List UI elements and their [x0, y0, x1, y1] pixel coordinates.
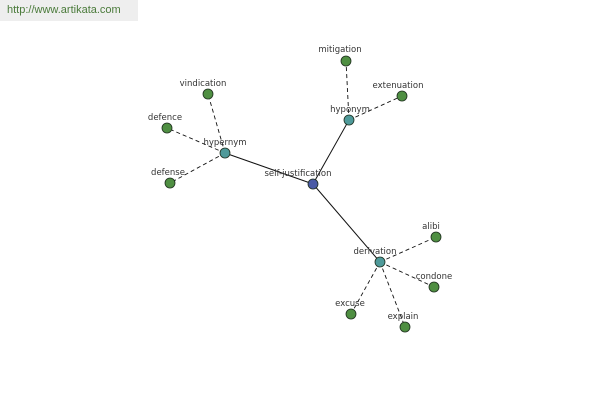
node-label-vindication[interactable]: vindication [180, 79, 227, 89]
node-hypernym[interactable] [219, 147, 231, 159]
node-root[interactable] [307, 178, 319, 190]
node-label-extenuation[interactable]: extenuation [373, 81, 424, 91]
node-explain[interactable] [399, 321, 411, 333]
edge-hyponym-mitigation [345, 60, 350, 121]
graph-labels: self-justification hypernym vindication def… [148, 45, 452, 322]
node-derivation[interactable] [374, 256, 386, 268]
edge-root-derivation [312, 183, 381, 263]
edge-root-hyponym [312, 119, 350, 185]
graph-nodes [161, 55, 442, 333]
node-label-alibi[interactable]: alibi [422, 222, 440, 232]
node-condone[interactable] [428, 281, 440, 293]
node-vindication[interactable] [202, 88, 214, 100]
node-label-root[interactable]: self-justification [264, 169, 331, 179]
node-extenuation[interactable] [396, 90, 408, 102]
edge-derivation-condone [379, 261, 435, 288]
edge-derivation-excuse [350, 261, 381, 315]
node-label-defense[interactable]: defense [151, 168, 185, 178]
node-label-condone[interactable]: condone [416, 272, 452, 282]
node-label-hypernym[interactable]: hypernym [203, 138, 246, 148]
edge-root-hypernym [224, 152, 314, 185]
node-label-derivation[interactable]: derivation [353, 247, 396, 257]
node-label-excuse[interactable]: excuse [335, 299, 365, 309]
site-url[interactable]: http://www.artikata.com [0, 0, 138, 21]
edge-derivation-explain [379, 261, 406, 328]
node-excuse[interactable] [345, 308, 357, 320]
edge-hyponym-extenuation [348, 95, 403, 121]
node-label-defence[interactable]: defence [148, 113, 182, 123]
edge-hypernym-defense [169, 152, 226, 184]
edge-derivation-alibi [379, 236, 437, 263]
node-defence[interactable] [161, 122, 173, 134]
node-mitigation[interactable] [340, 55, 352, 67]
edge-hypernym-vindication [207, 93, 226, 154]
node-alibi[interactable] [430, 231, 442, 243]
node-label-explain[interactable]: explain [388, 312, 419, 322]
graph-edges [166, 60, 437, 328]
node-label-hyponym[interactable]: hyponym [330, 105, 370, 115]
node-label-mitigation[interactable]: mitigation [318, 45, 361, 55]
node-hyponym[interactable] [343, 114, 355, 126]
node-defense[interactable] [164, 177, 176, 189]
edge-hypernym-defence [166, 127, 226, 154]
